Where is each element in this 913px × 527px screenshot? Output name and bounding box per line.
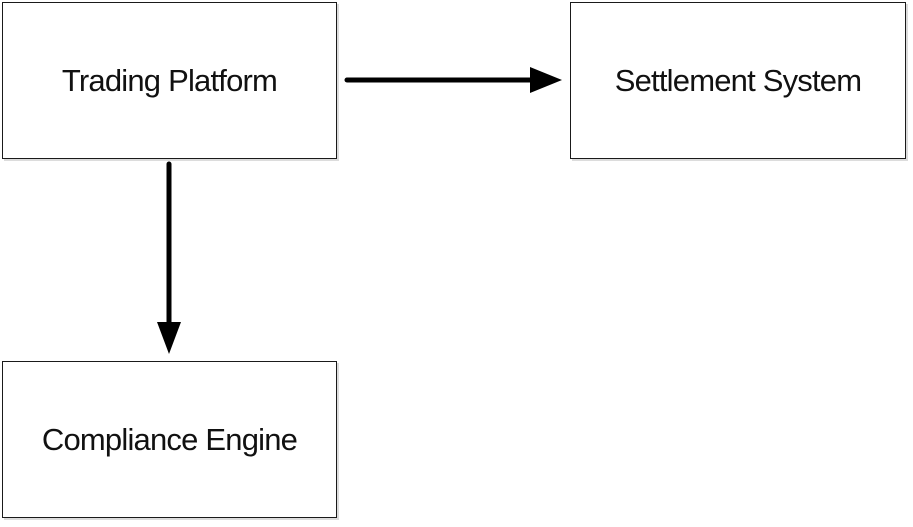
compliance-engine-label: Compliance Engine <box>41 421 298 457</box>
compliance-engine-node[interactable]: Compliance Engine <box>2 361 337 518</box>
trading-platform-label: Trading Platform <box>61 62 278 98</box>
arrow-trading-to-settlement-head <box>530 67 562 93</box>
trading-platform-node[interactable]: Trading Platform <box>2 2 337 159</box>
settlement-system-label: Settlement System <box>614 62 862 98</box>
arrow-trading-to-compliance <box>157 161 181 354</box>
arrow-trading-to-settlement <box>344 67 562 93</box>
settlement-system-node[interactable]: Settlement System <box>570 2 906 159</box>
arrow-trading-to-compliance-head <box>157 322 181 354</box>
